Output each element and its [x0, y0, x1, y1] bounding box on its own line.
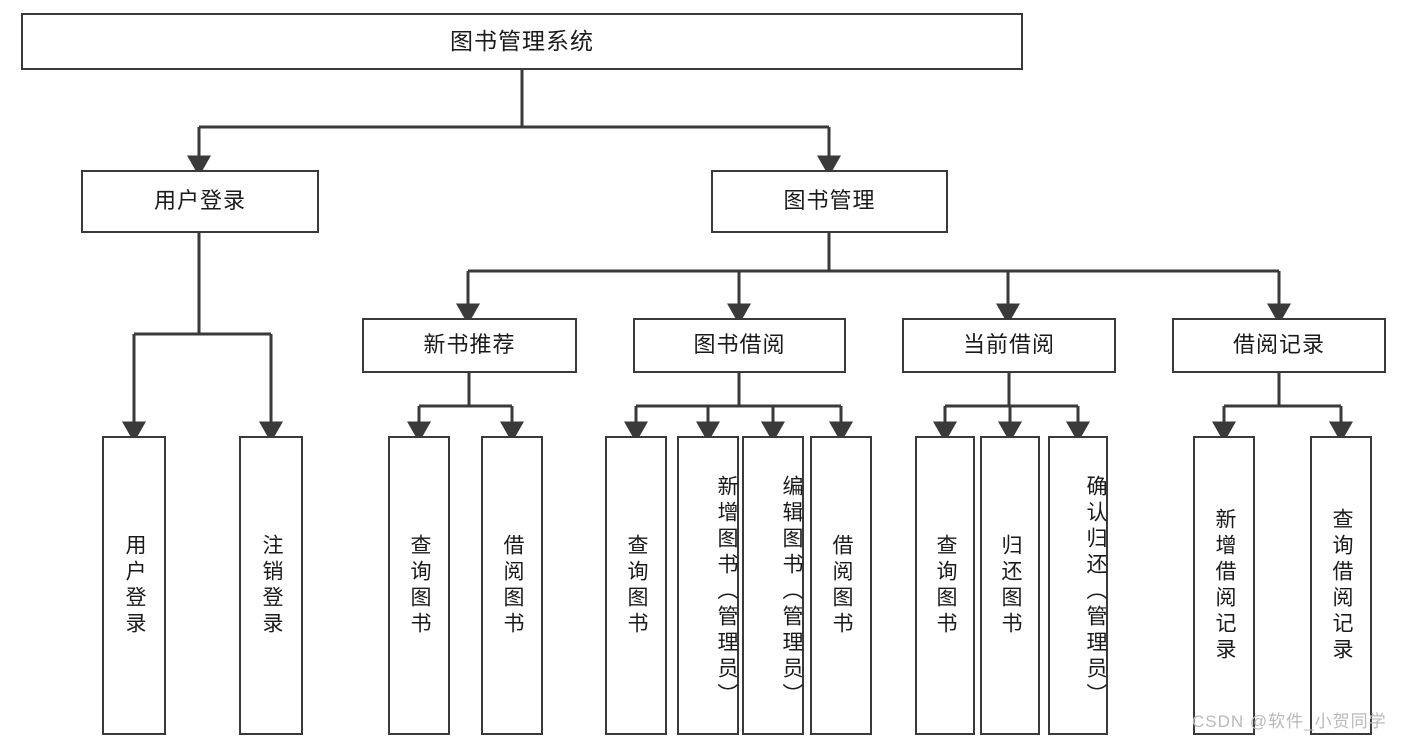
- node-leaf-logout-label: 注销登录: [260, 533, 284, 638]
- edge-group-book-borrow: [624, 373, 853, 443]
- node-book-borrow[interactable]: 图书借阅: [633, 318, 846, 373]
- node-leaf-query-record[interactable]: 查询借阅记录: [1310, 436, 1372, 735]
- csdn-watermark: CSDN @软件_小贺同学: [1192, 712, 1387, 731]
- node-user-login-label: 用户登录: [153, 188, 246, 214]
- node-book-manage-label: 图书管理: [783, 188, 876, 214]
- node-leaf-user-login-label: 用户登录: [123, 533, 147, 638]
- node-user-login[interactable]: 用户登录: [81, 170, 319, 233]
- node-leaf-query-book-rec-label: 查询图书: [408, 533, 432, 638]
- node-leaf-return-book[interactable]: 归还图书: [980, 436, 1040, 735]
- edge-group-root: [187, 70, 841, 177]
- edge-group-current-borrow: [933, 373, 1090, 443]
- node-leaf-edit-book[interactable]: 编辑图书（管理员）: [742, 436, 804, 735]
- edge-group-book-manage: [456, 233, 1291, 325]
- node-leaf-user-login[interactable]: 用户登录: [102, 436, 166, 735]
- node-new-book-recommend[interactable]: 新书推荐: [362, 318, 577, 373]
- node-leaf-borrow-book[interactable]: 借阅图书: [810, 436, 872, 735]
- node-leaf-add-record[interactable]: 新增借阅记录: [1193, 436, 1255, 735]
- edge-group-borrow-record: [1212, 373, 1353, 443]
- node-leaf-logout[interactable]: 注销登录: [239, 436, 303, 735]
- node-leaf-borrow-book-rec-label: 借阅图书: [501, 533, 525, 638]
- node-leaf-borrow-book-rec[interactable]: 借阅图书: [481, 436, 543, 735]
- node-leaf-query-book-rec[interactable]: 查询图书: [388, 436, 450, 735]
- node-leaf-query-book-cur-label: 查询图书: [934, 533, 958, 638]
- node-leaf-query-book[interactable]: 查询图书: [605, 436, 667, 735]
- node-borrow-record-label: 借阅记录: [1232, 332, 1325, 358]
- node-leaf-return-book-label: 归还图书: [999, 533, 1023, 638]
- node-leaf-edit-book-label: 编辑图书（管理员）: [780, 474, 803, 709]
- node-leaf-add-record-label: 新增借阅记录: [1213, 507, 1237, 664]
- edge-group-new-book-recommend: [407, 373, 524, 443]
- node-leaf-query-book-cur[interactable]: 查询图书: [915, 436, 975, 735]
- node-root[interactable]: 图书管理系统: [21, 13, 1023, 70]
- node-leaf-confirm-return[interactable]: 确认归还（管理员）: [1048, 436, 1108, 735]
- node-root-label: 图书管理系统: [450, 27, 594, 54]
- node-new-book-recommend-label: 新书推荐: [423, 332, 516, 358]
- node-leaf-add-book-label: 新增图书（管理员）: [715, 474, 738, 709]
- node-book-borrow-label: 图书借阅: [693, 332, 786, 358]
- edge-group-user-login: [122, 233, 283, 443]
- node-leaf-query-book-label: 查询图书: [625, 533, 649, 638]
- node-current-borrow[interactable]: 当前借阅: [902, 318, 1116, 373]
- node-borrow-record[interactable]: 借阅记录: [1172, 318, 1386, 373]
- node-current-borrow-label: 当前借阅: [962, 332, 1055, 358]
- node-leaf-query-record-label: 查询借阅记录: [1330, 507, 1354, 664]
- node-leaf-add-book[interactable]: 新增图书（管理员）: [677, 436, 739, 735]
- node-book-manage[interactable]: 图书管理: [711, 170, 948, 233]
- node-leaf-confirm-return-label: 确认归还（管理员）: [1084, 474, 1107, 709]
- node-leaf-borrow-book-label: 借阅图书: [830, 533, 854, 638]
